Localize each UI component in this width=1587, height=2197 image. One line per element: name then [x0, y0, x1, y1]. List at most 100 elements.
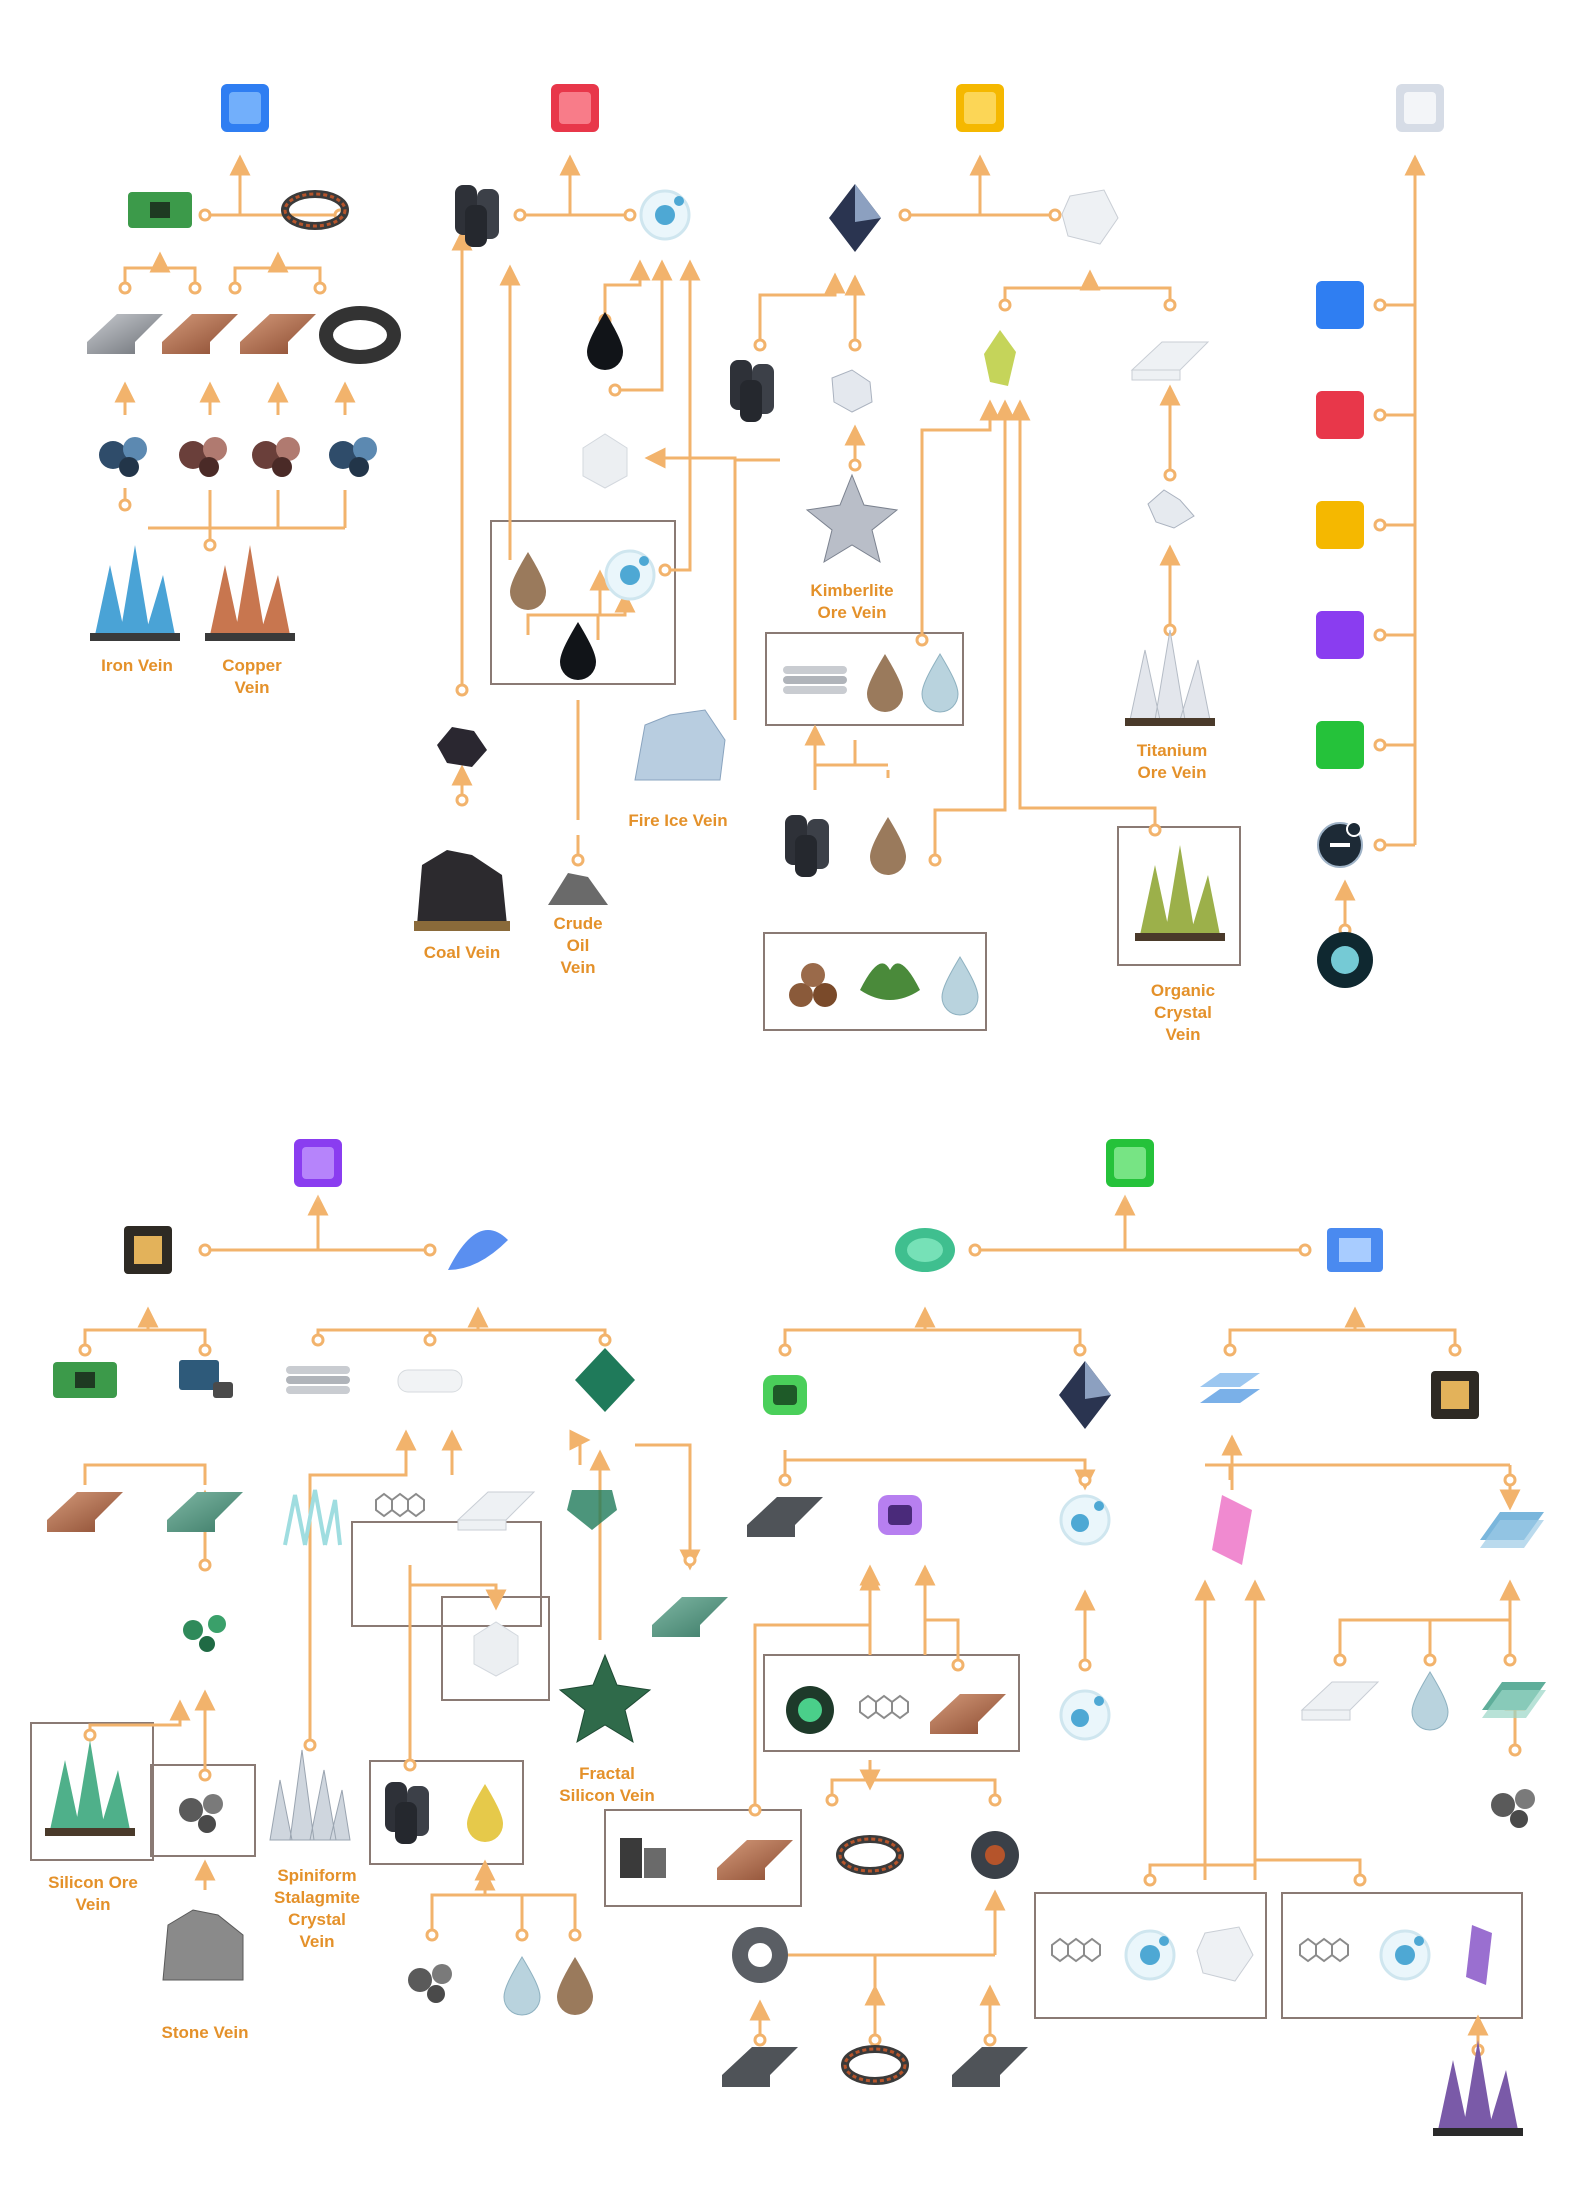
copper-vein-label: Copper Vein — [222, 656, 282, 697]
circuit-board-icon — [128, 192, 192, 228]
frames — [30, 520, 1523, 2019]
organic-crystal-vein-label: Organic Crystal Vein — [1150, 981, 1216, 1044]
refined-oil-icon — [510, 552, 546, 610]
graphene-icon — [1051, 1937, 1101, 1963]
carbon-nanotube-icon — [286, 1366, 350, 1394]
quantum-chip-icon — [1327, 1228, 1383, 1272]
titanium-crystal-icon — [1061, 189, 1119, 245]
hydrogen-icon — [604, 549, 656, 601]
strange-matter-icon — [878, 1495, 922, 1535]
graphite-icon — [730, 360, 774, 422]
energy-matrix-icon — [1316, 391, 1364, 439]
iron-ingot-icon — [87, 314, 163, 354]
coal-vein-icon — [414, 850, 510, 931]
stone-vein-label: Stone Vein — [161, 2023, 249, 2042]
water-icon — [941, 956, 979, 1016]
spiniform-stalagmite-vein-icon — [269, 1749, 351, 1841]
graphene-icon — [859, 1694, 909, 1720]
fractal-silicon-vein-label: Fractal Silicon Vein — [559, 1764, 655, 1805]
gravity-matrix-icon — [1316, 721, 1364, 769]
iron-ore-icon — [329, 437, 377, 477]
structure-matrix-icon — [940, 68, 1020, 148]
particle-broadband-icon — [448, 1230, 508, 1270]
fire-ice-vein-label: Fire Ice Vein — [628, 811, 728, 830]
crude-oil-icon — [587, 312, 623, 370]
stone-vein-icon — [162, 1909, 244, 1981]
coal-vein-label: Coal Vein — [423, 943, 501, 962]
magnetic-coil-icon — [841, 2045, 909, 2085]
organic-crystal-icon — [984, 330, 1016, 386]
fire-ice-vein-icon — [634, 709, 726, 781]
glass-icon — [1480, 1512, 1544, 1548]
crude-oil-vein-icon — [548, 873, 608, 905]
connectors — [83, 165, 1526, 2050]
carbon-nanotube-icon — [783, 666, 847, 694]
kimberlite-ore-vein-icon — [805, 473, 899, 564]
crystal-silicon-rod-icon — [397, 1369, 463, 1393]
refined-oil-icon — [867, 654, 903, 712]
sulfuric-acid-icon — [467, 1784, 503, 1842]
refined-oil-icon — [557, 1957, 593, 2015]
diamond-icon — [1059, 1361, 1111, 1429]
plasma-exciter-icon — [620, 1838, 666, 1878]
plant-fuel-icon — [860, 963, 920, 1000]
glass-shard-icon — [283, 1489, 342, 1546]
kimberlite-ore-vein-label: Kimberlite Ore Vein — [810, 581, 894, 622]
copper-ingot-icon — [240, 314, 316, 354]
energy-matrix-icon — [535, 68, 615, 148]
water-icon — [921, 653, 959, 713]
copper-ingot-icon — [162, 314, 238, 354]
electromagnetic-matrix-icon — [1316, 281, 1364, 329]
kimberlite-ore-icon — [831, 369, 873, 413]
glass-icon — [1482, 1682, 1546, 1718]
copper-ingot-icon — [47, 1492, 123, 1532]
stone-icon — [408, 1964, 452, 2003]
crystal-silicon-icon — [567, 1490, 617, 1530]
fire-ice-icon — [582, 433, 628, 489]
silicon-ore-icon — [183, 1615, 226, 1652]
fractal-silicon-icon — [575, 1348, 635, 1412]
graphite-icon — [785, 815, 829, 877]
hydrogen-icon — [639, 189, 691, 241]
antimatter-icon — [1317, 821, 1363, 868]
spiniform-stalagmite-crystal-vein-label: Spiniform Stalagmite Crystal Vein — [274, 1866, 360, 1951]
information-matrix-icon — [278, 1123, 358, 1203]
high-purity-silicon-icon — [652, 1597, 728, 1637]
information-matrix-icon — [1316, 611, 1364, 659]
organic-crystal-vein-icon — [1135, 845, 1225, 941]
deuterium-icon — [1059, 1689, 1111, 1741]
hydrogen-icon — [1124, 1929, 1176, 1981]
gear-icon — [732, 1927, 788, 1983]
copper-vein-crystal-icon — [205, 545, 295, 641]
log-icon — [789, 963, 837, 1007]
steel-icon — [722, 2047, 798, 2087]
water-icon — [1411, 1671, 1449, 1731]
water-icon — [503, 1956, 541, 2016]
titanium-glass-icon — [1300, 1681, 1380, 1721]
fire-ice-icon — [473, 1621, 519, 1677]
particle-container-icon — [763, 1375, 807, 1415]
copper-ingot-icon — [717, 1840, 793, 1880]
titanium-crystal-icon — [1196, 1926, 1254, 1982]
processor-icon — [1431, 1371, 1479, 1419]
diamond-icon — [829, 184, 881, 252]
steel-icon — [952, 2047, 1028, 2087]
hydrogen-icon — [1379, 1929, 1431, 1981]
iron-ore-icon — [99, 437, 147, 477]
refined-oil-icon — [870, 817, 906, 875]
stone-icon — [1491, 1789, 1535, 1828]
iron-vein-crystal-icon — [90, 545, 180, 641]
crude-oil-vein-label: Crude Oil Vein — [553, 914, 603, 977]
unipolar-magnet-vein-icon — [1433, 2040, 1523, 2136]
copper-ore-icon — [179, 437, 227, 477]
iron-vein-label: Iron Vein — [101, 656, 173, 675]
coal-icon — [437, 727, 487, 767]
electromagnetic-matrix-icon — [205, 68, 285, 148]
steel-icon — [747, 1497, 823, 1537]
graphene-icon — [1299, 1937, 1349, 1963]
magnetic-coil-icon — [836, 1835, 904, 1875]
titanium-glass-icon — [1130, 341, 1210, 381]
titanium-ore-vein-icon — [1125, 629, 1215, 726]
gravity-matrix-icon — [1090, 1123, 1170, 1203]
